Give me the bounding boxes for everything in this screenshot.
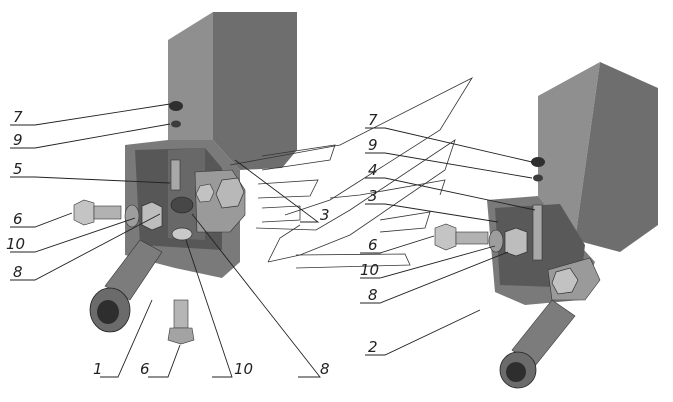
left-nut-small: [195, 183, 215, 203]
callout-c9: 10: [234, 360, 253, 378]
leader-lines: [10, 103, 536, 378]
left-nut-large: [215, 177, 245, 209]
callout-c10: 8: [320, 360, 330, 378]
exploded-detail-outline: [229, 77, 474, 269]
callout-labels: 7 9 5 6 10 8 1 6 10 8 3 7 9 4 3 6 10 8 2: [6, 108, 379, 378]
callout-c17: 10: [360, 261, 379, 279]
callout-c11: 3: [320, 206, 330, 224]
callout-c2: 9: [13, 131, 23, 149]
left-bolt-5: [170, 159, 181, 191]
callout-c14: 4: [368, 161, 378, 179]
right-horizontal-bolt-6: [434, 223, 528, 257]
right-top-hole-9: [533, 174, 543, 182]
left-washer-10: [171, 227, 193, 241]
callout-c1: 7: [13, 108, 23, 126]
callout-c16: 6: [368, 236, 378, 254]
callout-c18: 8: [368, 286, 378, 304]
left-top-hole-7: [169, 101, 183, 111]
callout-c6: 8: [13, 263, 23, 281]
callout-c7: 1: [93, 360, 103, 378]
callout-c3: 5: [13, 160, 23, 178]
right-top-hole-7: [531, 157, 545, 167]
left-nut-8: [170, 196, 194, 214]
right-tube: [499, 299, 576, 389]
callout-c12: 7: [368, 111, 378, 129]
left-assembly: [73, 12, 297, 345]
left-loose-bolt-6: [167, 299, 195, 345]
callout-c19: 2: [368, 338, 378, 356]
callout-c15: 3: [368, 187, 378, 205]
right-bolt-4: [532, 204, 543, 261]
callout-c5: 10: [6, 235, 25, 253]
callout-c8: 6: [140, 360, 150, 378]
left-horizontal-bolt-6: [73, 199, 163, 231]
right-assembly: [434, 62, 658, 389]
callout-c4: 6: [13, 210, 23, 228]
callout-c13: 9: [368, 136, 378, 154]
left-tube-1: [89, 239, 163, 333]
left-top-hole-9: [171, 120, 181, 128]
right-nut: [551, 267, 579, 295]
